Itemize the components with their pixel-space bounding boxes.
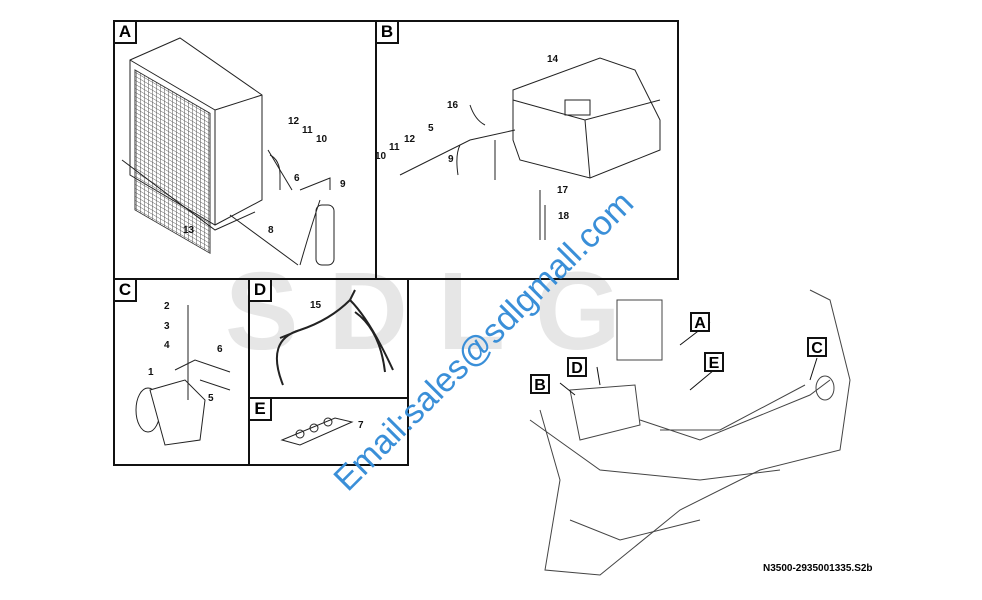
part-number: 18 xyxy=(558,211,570,222)
part-number: 7 xyxy=(358,420,364,431)
panel-label-b: B xyxy=(377,22,399,44)
part-number: 10 xyxy=(375,151,387,162)
part-number: 15 xyxy=(310,300,322,311)
panel-a: A xyxy=(113,20,377,280)
part-number: 5 xyxy=(428,123,434,134)
drawing-code: N3500-2935001335.S2b xyxy=(763,563,873,574)
part-number: 14 xyxy=(547,54,559,65)
watermark: SDLG xyxy=(225,250,651,373)
callout-e: E xyxy=(704,352,724,372)
part-number: 12 xyxy=(288,116,300,127)
condenser-drawing xyxy=(121,37,335,266)
hvac-unit-drawing xyxy=(399,57,661,240)
harness-drawing xyxy=(275,289,394,386)
part-number: 6 xyxy=(294,173,300,184)
callout-b: B xyxy=(530,374,550,394)
part-number: 2 xyxy=(164,301,170,312)
panel-c: C xyxy=(113,278,250,466)
part-number: 16 xyxy=(447,100,459,111)
part-number: 11 xyxy=(389,142,400,153)
panel-b: B xyxy=(375,20,679,280)
part-number: 5 xyxy=(208,393,214,404)
part-number: 6 xyxy=(217,344,223,355)
callout-d: D xyxy=(567,357,587,377)
panel-label-d: D xyxy=(250,280,272,302)
part-number: 13 xyxy=(183,225,195,236)
part-number: 4 xyxy=(164,340,170,351)
panel-d: D xyxy=(248,278,409,399)
part-number: 8 xyxy=(268,225,274,236)
machine-overview-drawing xyxy=(529,289,851,576)
panel-label-a: A xyxy=(115,22,137,44)
part-number: 11 xyxy=(302,125,313,136)
callout-c: C xyxy=(807,337,827,357)
part-number: 3 xyxy=(164,321,170,332)
part-number: 17 xyxy=(557,185,569,196)
callout-a: A xyxy=(690,312,710,332)
panel-e: E xyxy=(248,397,409,466)
panel-label-c: C xyxy=(115,280,137,302)
part-number: 1 xyxy=(148,367,154,378)
part-number: 12 xyxy=(404,134,416,145)
part-number: 10 xyxy=(316,134,328,145)
panel-label-e: E xyxy=(250,399,272,421)
part-number: 9 xyxy=(448,154,454,165)
part-number: 9 xyxy=(340,179,346,190)
compressor-drawing xyxy=(135,305,231,446)
